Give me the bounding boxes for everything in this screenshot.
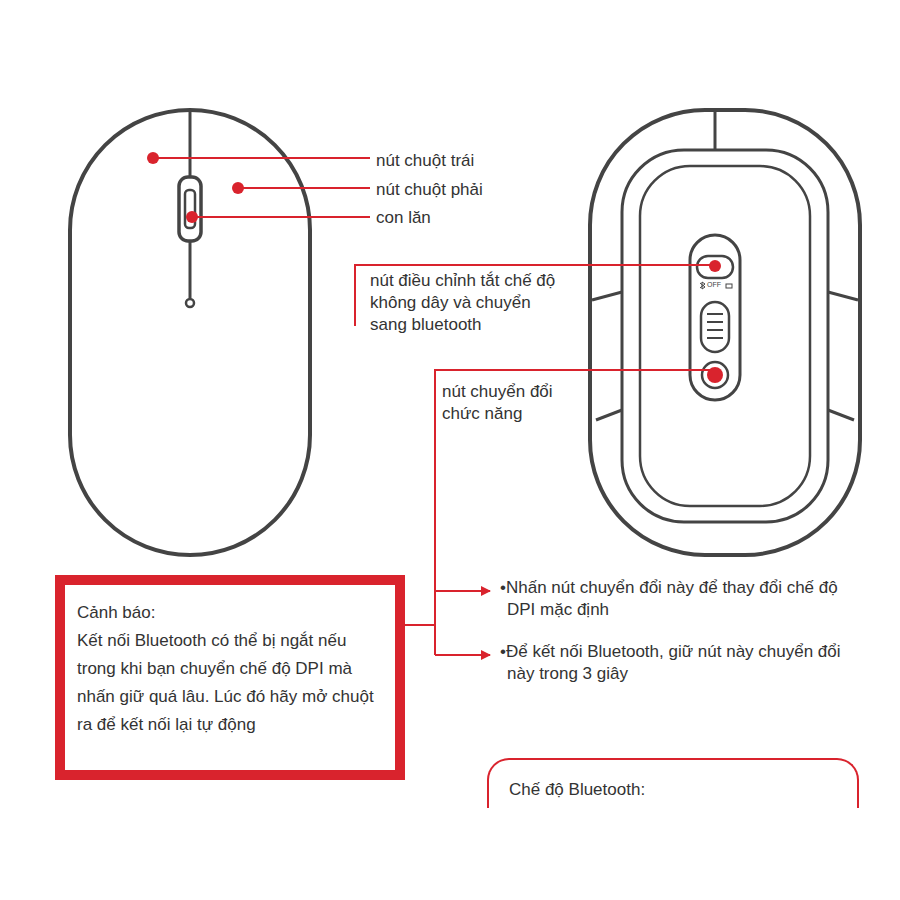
switch-marking: OFF [707, 281, 727, 289]
part-label: nút chuột trái [376, 150, 576, 172]
part-label: nút chuyển đổi chức năng [442, 381, 582, 425]
box-heading: Cảnh báo: [77, 599, 383, 627]
box-body: Kết nối Bluetooth có thể bị ngắt nếu tro… [77, 627, 383, 739]
warning-box: Cảnh báo:Kết nối Bluetooth có thể bị ngắ… [55, 575, 405, 780]
mouse-top-view [70, 110, 310, 555]
marker-dots [147, 152, 723, 383]
instruction-note: •Nhấn nút chuyển đổi này để thay đổi chế… [500, 577, 852, 621]
part-label: nút chuột phải [376, 179, 576, 201]
mode-box: Chế độ Bluetooth: [487, 758, 859, 808]
part-label: con lăn [376, 207, 576, 229]
part-label: nút điều chỉnh tắt chế độ không dây và c… [370, 270, 570, 336]
instruction-note: •Để kết nối Bluetooth, giữ nút này chuyể… [500, 641, 852, 685]
mouse-bottom-view [590, 110, 860, 555]
box-heading: Chế độ Bluetooth: [509, 776, 837, 804]
